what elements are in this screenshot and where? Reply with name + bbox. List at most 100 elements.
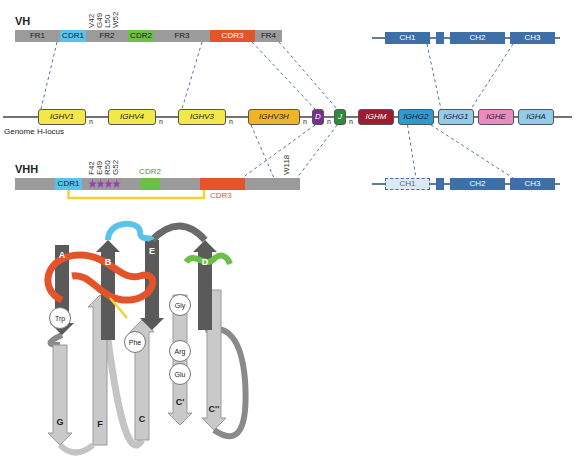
projection-line	[279, 42, 337, 109]
node-text: Arg	[175, 348, 186, 355]
node-text: IGHG1	[444, 113, 469, 121]
residue-label: W52	[112, 12, 120, 28]
node-text: Glu	[175, 371, 186, 378]
residue-circle: Gly	[169, 294, 191, 316]
annotation: Genome H-locus	[3, 128, 65, 136]
bar-segment: CDR2	[140, 178, 160, 190]
bar-segment: FR1	[15, 30, 60, 42]
node-text: CDR1	[62, 32, 84, 40]
gene-box: IGHE	[478, 109, 514, 125]
annotation: n	[228, 118, 234, 125]
projection-line	[297, 125, 337, 178]
annotation: n	[158, 118, 164, 125]
cdr3-loop	[48, 255, 153, 300]
gene-box: IGHG2	[398, 109, 434, 125]
projection-line	[182, 42, 202, 109]
strand-label: B	[98, 258, 118, 267]
residue-label: R50	[104, 160, 112, 175]
node-heading: VH	[15, 16, 30, 27]
node-heading: CDR2	[139, 168, 161, 176]
node-text: IGHG2	[404, 113, 429, 121]
strand-label: E	[142, 247, 162, 256]
node-text: IGHV3	[190, 113, 214, 121]
residue-label: G49	[96, 13, 104, 28]
node-text: FR1	[30, 32, 45, 40]
strand-label: C''	[204, 405, 224, 414]
node-text: CH1	[399, 34, 415, 42]
constant-domain-box: CH1	[385, 178, 430, 190]
node-text: CDR3	[222, 32, 244, 40]
cdr1-loop	[108, 224, 152, 240]
node-text: FR2	[99, 32, 114, 40]
residue-label: F42	[88, 161, 96, 175]
loop	[60, 445, 93, 453]
strand-label: G	[50, 418, 70, 427]
projection-line	[408, 125, 417, 178]
annotation: n	[302, 118, 308, 125]
projection-line	[431, 125, 513, 178]
loop	[152, 226, 205, 240]
annotation: n	[326, 118, 332, 125]
residue-label: L50	[104, 15, 112, 28]
projection-line	[251, 125, 274, 178]
gene-box: IGHM	[358, 109, 394, 125]
bar-segment: CDR1	[55, 178, 82, 190]
star	[112, 180, 121, 188]
gene-box: IGHV3H	[248, 109, 300, 125]
projection-line	[427, 44, 441, 109]
constant-domain-box: CH3	[510, 32, 555, 44]
node-text: IGHV3H	[259, 113, 289, 121]
beta-sandwich	[48, 224, 246, 453]
constant-domain-box: CH1	[385, 32, 430, 44]
projection-line	[242, 125, 315, 178]
residue-circle: Trp	[49, 307, 71, 329]
hinge-box	[436, 32, 444, 44]
node-text: IGHE	[486, 113, 506, 121]
loop	[50, 335, 62, 345]
bar-segment: FR3	[154, 30, 210, 42]
vh-bar: VHFR1CDR1FR2CDR2FR3CDR3FR4	[15, 30, 282, 42]
strand-g	[48, 345, 72, 445]
bar-segment: FR4	[255, 30, 282, 42]
gene-box: IGHV1	[38, 109, 86, 125]
node-text: CH3	[524, 180, 540, 188]
residue-label: G52	[112, 160, 120, 175]
node-text: IGHV1	[50, 113, 74, 121]
strand-label: C'	[170, 398, 190, 407]
strand-label: D	[195, 258, 215, 267]
node-heading: CDR3	[210, 192, 232, 200]
bar-segment: FR2	[86, 30, 128, 42]
connectors	[41, 42, 513, 198]
star	[88, 180, 97, 188]
residue-circle: Phe	[124, 331, 146, 353]
node-text: CH3	[524, 34, 540, 42]
bar-segment: CDR3	[200, 178, 245, 190]
strand-label: F	[90, 420, 110, 429]
bar-segment: CDR1	[60, 30, 86, 42]
hinge-box	[436, 178, 444, 190]
node-text: J	[338, 113, 342, 121]
node-text: CDR1	[58, 180, 80, 188]
annotation: n	[88, 118, 94, 125]
node-text: CH2	[469, 180, 485, 188]
disulfide-bond	[110, 298, 127, 318]
constant-domain-box: CH2	[450, 178, 505, 190]
node-text: Gly	[175, 302, 186, 309]
node-text: IGHM	[366, 113, 387, 121]
strand-label: A	[52, 251, 72, 260]
projection-line	[41, 42, 57, 109]
bar-segment: CDR3	[210, 30, 255, 42]
strand-label: C	[132, 415, 152, 424]
vhh-bar: VHHCDR1CDR2CDR3	[15, 178, 300, 190]
node-text: D	[315, 113, 321, 121]
node-heading: VHH	[15, 164, 38, 175]
residue-label: W118	[283, 155, 291, 175]
strand-c-prime	[168, 295, 192, 425]
gene-box: IGHA	[518, 109, 554, 125]
strand-d	[193, 240, 217, 330]
gene-box: IGHV3	[178, 109, 226, 125]
node-text: IGHV4	[120, 113, 144, 121]
residue-label: E49	[96, 161, 104, 175]
